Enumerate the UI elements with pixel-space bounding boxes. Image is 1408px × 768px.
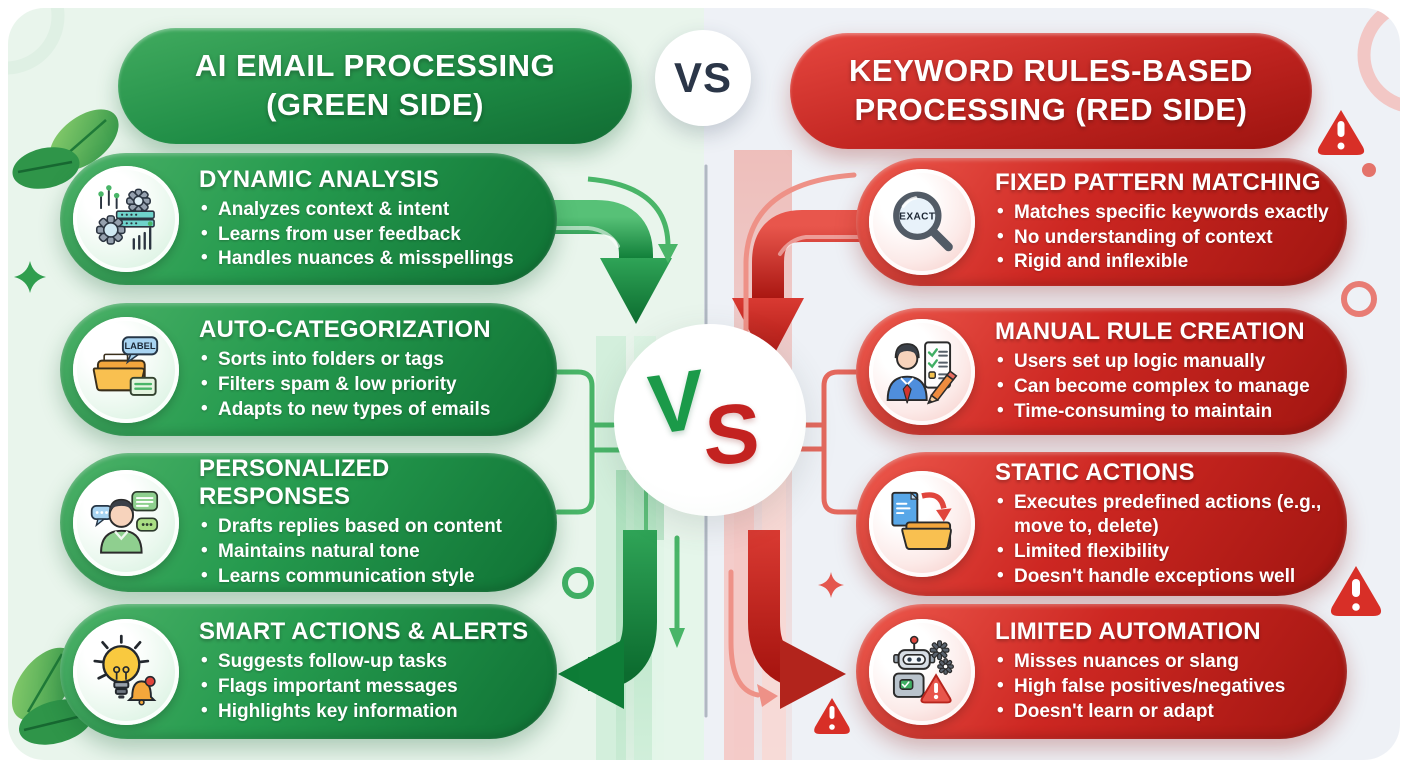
bullet: Sorts into folders or tags [199,347,491,373]
bullet: Maintains natural tone [199,539,545,565]
green-header-pill: AI EMAIL PROCESSING (GREEN SIDE) [118,28,632,144]
gears-circuit-icon [73,166,179,272]
bullet: Doesn't handle exceptions well [995,564,1335,590]
bullet: Learns communication style [199,564,545,590]
bullet: Executes predefined actions (e.g., move … [995,490,1335,540]
sparkle-icon [818,572,844,598]
red-header-line1: KEYWORD RULES-BASED [849,53,1253,89]
card-title: LIMITED AUTOMATION [995,618,1261,646]
card-bullets: Users set up logic manually Can become c… [995,349,1310,425]
green-flow-arrow [558,530,657,709]
bullet: High false positives/negatives [995,674,1285,700]
bullet: Rigid and inflexible [995,249,1329,275]
rounded-frame: AI EMAIL PROCESSING (GREEN SIDE) VS KEYW… [8,8,1400,760]
bullet: No understanding of context [995,225,1329,251]
circle-outline [562,567,594,599]
vs-top-label: VS [673,54,733,101]
card-title: STATIC ACTIONS [995,458,1195,486]
background-split: AI EMAIL PROCESSING (GREEN SIDE) VS KEYW… [8,8,1400,760]
circle-outline [1357,8,1400,112]
bullet: Suggests follow-up tasks [199,649,528,675]
warning-triangle-icon [814,698,850,734]
green-card-dynamic-analysis: DYNAMIC ANALYSIS Analyzes context & inte… [60,153,557,285]
bullet: Learns from user feedback [199,222,514,248]
center-vs-v: V [644,351,708,453]
bullet: Highlights key information [199,699,528,725]
card-bullets: Drafts replies based on content Maintain… [199,514,545,590]
bullet: Doesn't learn or adapt [995,699,1285,725]
card-title: SMART ACTIONS & ALERTS [199,618,529,646]
red-card-fixed-pattern-matching: EXACT FIXED PATTERN MATCHING Matches spe… [856,158,1347,286]
dot [1362,163,1376,177]
bullet: Adapts to new types of emails [199,397,491,423]
person-checklist-icon [869,318,975,425]
green-card-smart-actions-alerts: SMART ACTIONS & ALERTS Suggests follow-u… [60,604,557,739]
document-folder-icon [869,471,975,577]
bullet: Filters spam & low priority [199,372,491,398]
folder-label-icon: LABEL [73,316,179,423]
bullet: Limited flexibility [995,539,1335,565]
red-card-manual-rule-creation: MANUAL RULE CREATION Users set up logic … [856,308,1347,435]
warning-triangle-icon [1317,110,1365,155]
red-header-pill: KEYWORD RULES-BASED PROCESSING (RED SIDE… [790,33,1312,149]
green-flow-arrow [540,176,678,324]
bullet: Matches specific keywords exactly [995,200,1329,226]
red-card-static-actions: STATIC ACTIONS Executes predefined actio… [856,452,1347,596]
card-bullets: Matches specific keywords exactly No und… [995,200,1329,275]
card-title: FIXED PATTERN MATCHING [995,168,1321,196]
bullet: Time-consuming to maintain [995,399,1310,425]
bullet: Flags important messages [199,674,528,700]
card-title: MANUAL RULE CREATION [995,318,1305,346]
card-title: DYNAMIC ANALYSIS [199,165,440,193]
exact-text: EXACT [899,212,936,223]
green-card-auto-categorization: LABEL AUTO-CATEGORIZATION Sorts into fol… [60,303,557,436]
bullet: Handles nuances & misspellings [199,246,514,272]
vs-top-badge: VS [655,30,751,126]
card-bullets: Sorts into folders or tags Filters spam … [199,347,491,423]
card-bullets: Executes predefined actions (e.g., move … [995,490,1335,590]
card-bullets: Analyzes context & intent Learns from us… [199,197,514,272]
green-header-line1: AI EMAIL PROCESSING [194,48,556,84]
sparkle-icon [14,261,46,293]
bullet: Misses nuances or slang [995,649,1285,675]
bullet: Analyzes context & intent [199,197,514,223]
bullet: Users set up logic manually [995,349,1310,375]
robot-warning-icon [869,618,975,725]
red-card-limited-automation: LIMITED AUTOMATION Misses nuances or sla… [856,604,1347,739]
lightbulb-bell-icon [73,618,179,725]
card-bullets: Suggests follow-up tasks Flags important… [199,649,528,725]
person-chat-icon [73,469,179,576]
red-header-line2: PROCESSING (RED SIDE) [854,92,1248,127]
green-header-line2: (GREEN SIDE) [266,87,484,122]
label-text: LABEL [124,340,155,350]
red-flow-arrow [728,530,846,709]
bullet: Can become complex to manage [995,374,1310,400]
green-card-personalized-responses: PERSONALIZED RESPONSES Drafts replies ba… [60,453,557,592]
card-title: PERSONALIZED RESPONSES [199,455,390,511]
bullet: Drafts replies based on content [199,514,545,540]
card-title: AUTO-CATEGORIZATION [199,316,491,344]
magnifier-exact-icon: EXACT [869,169,975,275]
center-vs-s: S [703,385,761,483]
circle-outline [8,8,65,75]
card-bullets: Misses nuances or slang High false posit… [995,649,1285,725]
circle-outline [1341,281,1377,317]
